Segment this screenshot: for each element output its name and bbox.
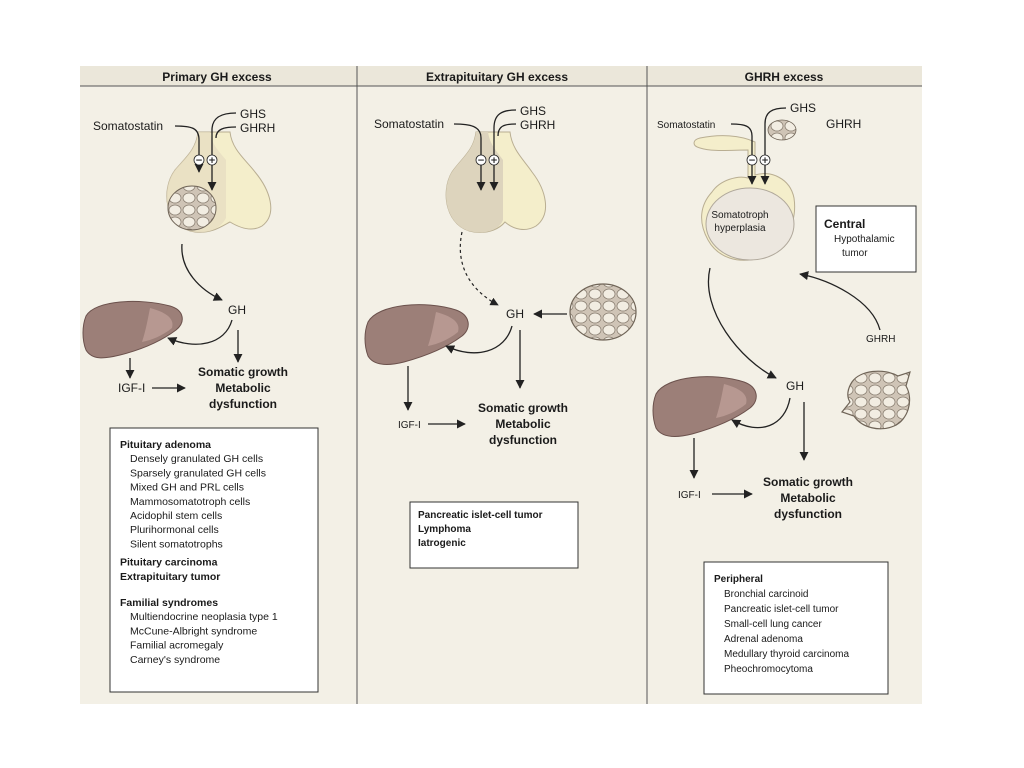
- cause-item: Acidophil stem cells: [130, 510, 222, 522]
- panel-primary-gh-excess: Primary GH excess Somatostatin GHS GHRH …: [82, 70, 319, 693]
- gh-label: GH: [228, 303, 246, 317]
- peripheral-cause-box: [703, 561, 889, 695]
- central-item-1: Hypothalamic: [834, 234, 895, 245]
- central-title: Central: [824, 217, 865, 231]
- cause-item: McCune-Albright syndrome: [130, 625, 257, 637]
- ghs-label: GHS: [790, 101, 816, 115]
- cause-item: Sparsely granulated GH cells: [130, 467, 266, 479]
- cause-item: Adrenal adenoma: [724, 634, 803, 645]
- cause-item: Mixed GH and PRL cells: [130, 482, 244, 494]
- cause-item: Medullary thyroid carcinoma: [724, 649, 849, 660]
- cause-heading: Pituitary adenoma: [120, 439, 211, 451]
- causes-box: [409, 501, 579, 569]
- cause-heading: Iatrogenic: [418, 538, 466, 549]
- panel-header: GHRH excess: [745, 70, 824, 84]
- effect-somatic-growth: Somatic growth: [763, 475, 853, 489]
- somatostatin-label: Somatostatin: [374, 117, 444, 131]
- ectopic-gh-tumor-icon: [569, 283, 637, 341]
- cause-item: Plurihormonal cells: [130, 524, 219, 536]
- stimulate-sign: +: [761, 156, 769, 166]
- causes-list: Pancreatic islet-cell tumorLymphomaIatro…: [418, 510, 543, 549]
- hyperplasia-label-2: hyperplasia: [714, 223, 766, 234]
- panel-ghrh-excess: GHRH excess Somatostatin GHS GHRH − + So…: [652, 70, 917, 695]
- gh-label: GH: [506, 307, 524, 321]
- cause-item: Silent somatotrophs: [130, 538, 223, 550]
- igf-label: IGF-I: [678, 490, 701, 501]
- effect-dysfunction: dysfunction: [774, 507, 842, 521]
- cause-item: Familial acromegaly: [130, 640, 224, 652]
- cause-item: Bronchial carcinoid: [724, 589, 809, 600]
- cause-heading: Pituitary carcinoma: [120, 557, 218, 569]
- cause-item: Small-cell lung cancer: [724, 619, 822, 630]
- igf-label: IGF-I: [398, 420, 421, 431]
- cause-item: Pancreatic islet-cell tumor: [724, 604, 839, 615]
- causes-box: [109, 427, 319, 693]
- somatostatin-label: Somatostatin: [657, 120, 715, 131]
- ghrh-label: GHRH: [826, 117, 861, 131]
- ghrh-label: GHRH: [240, 121, 275, 135]
- gh-label: GH: [786, 379, 804, 393]
- cause-item: Carney's syndrome: [130, 654, 220, 666]
- inhibit-sign: −: [477, 156, 485, 166]
- liver-icon: [652, 376, 757, 437]
- ghs-label: GHS: [520, 104, 546, 118]
- panel-header: Extrapituitary GH excess: [426, 70, 568, 84]
- cause-item: Mammosomatotroph cells: [130, 496, 250, 508]
- stimulate-sign: +: [490, 156, 498, 166]
- cause-heading: Lymphoma: [418, 524, 471, 535]
- hyperplasia-label-1: Somatotroph: [711, 210, 768, 221]
- liver-icon: [364, 304, 469, 365]
- somatostatin-label: Somatostatin: [93, 119, 163, 133]
- inhibit-sign: −: [195, 156, 203, 166]
- effect-dysfunction: dysfunction: [209, 397, 277, 411]
- pituitary-gland-icon: [166, 131, 272, 233]
- effect-metabolic: Metabolic: [215, 381, 271, 395]
- effect-dysfunction: dysfunction: [489, 433, 557, 447]
- ghrh-side-label: GHRH: [866, 334, 895, 345]
- ghrh-label: GHRH: [520, 118, 555, 132]
- effect-somatic-growth: Somatic growth: [478, 401, 568, 415]
- header-bar: [80, 66, 922, 86]
- central-cause-box: [815, 205, 917, 273]
- effect-somatic-growth: Somatic growth: [198, 365, 288, 379]
- panel-header: Primary GH excess: [162, 70, 272, 84]
- igf-label: IGF-I: [118, 381, 145, 395]
- panel-extrapituitary-gh-excess: Extrapituitary GH excess Somatostatin GH…: [364, 70, 637, 569]
- central-item-2: tumor: [842, 248, 868, 259]
- pituitary-adenoma-icon: [167, 185, 217, 231]
- stimulate-sign: +: [208, 156, 216, 166]
- cause-heading: Pancreatic islet-cell tumor: [418, 510, 543, 521]
- effect-metabolic: Metabolic: [495, 417, 551, 431]
- cause-heading: Extrapituitary tumor: [120, 571, 220, 583]
- ghs-label: GHS: [240, 107, 266, 121]
- peripheral-tumor-icon: [840, 370, 911, 430]
- cause-heading: Peripheral: [714, 574, 763, 585]
- pituitary-gland-icon: [693, 119, 797, 261]
- effect-metabolic: Metabolic: [780, 491, 836, 505]
- cause-item: Multiendocrine neoplasia type 1: [130, 611, 278, 623]
- cause-item: Pheochromocytoma: [724, 664, 813, 675]
- cause-heading: Familial syndromes: [120, 597, 218, 609]
- liver-icon: [82, 300, 183, 359]
- hypothalamic-tumor-icon: [767, 119, 797, 141]
- inhibit-sign: −: [748, 156, 756, 166]
- cause-item: Densely granulated GH cells: [130, 453, 263, 465]
